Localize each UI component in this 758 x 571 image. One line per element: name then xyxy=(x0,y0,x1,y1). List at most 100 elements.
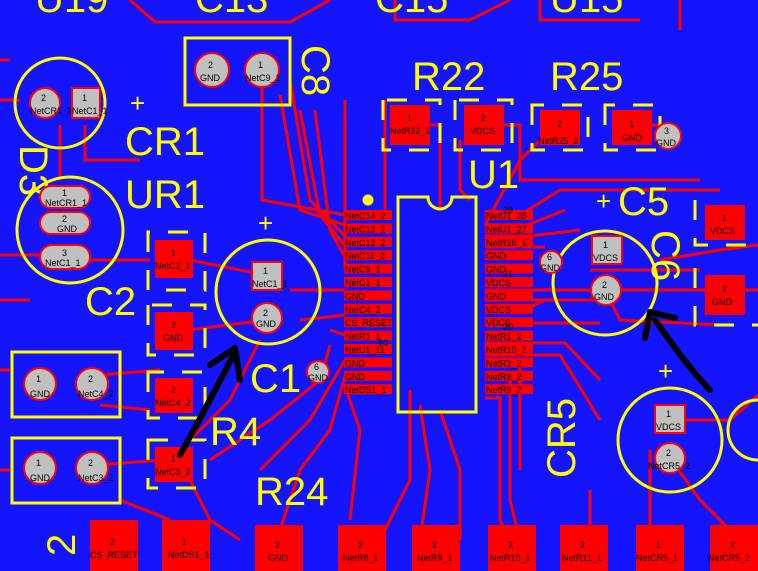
u1-pin-left-2[interactable]: NetC13_2 xyxy=(344,223,392,234)
u1-pin-left-6[interactable]: NetC1_1 xyxy=(344,277,392,288)
u1-pin-right-12[interactable]: NetR2_2 xyxy=(485,357,533,368)
designator-ur1: UR1 xyxy=(125,173,205,217)
u1-pin-label: NetR8_2 xyxy=(486,372,522,382)
u1-pin-right-9[interactable]: VDCS xyxy=(485,317,533,328)
designator-r4: R4 xyxy=(210,410,261,454)
u1-pin-left-4[interactable]: NetC11_2 xyxy=(344,250,392,261)
svg-text:NetR8_1: NetR8_1 xyxy=(343,553,379,563)
u1-pin-left-10[interactable]: NetR1_1 xyxy=(344,330,392,342)
svg-text:2: 2 xyxy=(88,458,93,468)
designator-top-left: U19 xyxy=(35,0,108,21)
u1-pin-label: GND xyxy=(486,251,507,261)
svg-text:NetR9_1: NetR9_1 xyxy=(417,553,453,563)
u1-pin-right-7[interactable]: GND xyxy=(485,290,533,301)
arrow-to-c1 xyxy=(177,349,238,458)
annotation-arrows xyxy=(177,309,713,458)
u1-pin-left-3[interactable]: NetC12_2 xyxy=(344,236,392,248)
u1-pin-left-11[interactable]: NetU1_11 xyxy=(344,344,392,355)
svg-text:2: 2 xyxy=(481,113,486,123)
u1-pin-right-11[interactable]: NetR10_2 xyxy=(485,344,533,355)
svg-text:6: 6 xyxy=(314,362,319,372)
u1-pin-label: GND xyxy=(345,358,366,368)
designator-cr1: CR1 xyxy=(125,120,205,164)
svg-text:2: 2 xyxy=(110,537,115,547)
svg-text:2: 2 xyxy=(171,385,176,395)
u1-chip[interactable]: NetC14_2NetC13_2NetC12_2NetC11_2NetC9_1N… xyxy=(344,205,533,395)
svg-text:GND: GND xyxy=(656,138,677,148)
u1-pin-right-2[interactable]: NetU1_27 xyxy=(485,223,533,234)
u1-pin-left-9[interactable]: CS_RESET xyxy=(344,317,393,328)
svg-text:NetDS1_1: NetDS1_1 xyxy=(168,550,210,560)
u1-left-pins: NetC14_2NetC13_2NetC12_2NetC11_2NetC9_1N… xyxy=(344,210,393,395)
u1-pin-left-8[interactable]: NetC4_2 xyxy=(344,303,392,315)
u1-pin-left-12[interactable]: GND xyxy=(344,357,392,368)
u1-pin-right-4[interactable]: GND xyxy=(485,250,533,261)
u1-pin-right-5[interactable]: GND xyxy=(485,263,533,275)
u1-pin-right-13[interactable]: NetR8_2 xyxy=(485,370,533,382)
svg-text:2: 2 xyxy=(602,280,607,290)
u1-pin-left-7[interactable]: GND xyxy=(344,290,392,301)
cr1-outline xyxy=(13,56,107,150)
u1-pin-left-1[interactable]: NetC14_2 xyxy=(344,210,392,221)
u1-pin-right-10[interactable]: NetR1_2 xyxy=(485,330,533,342)
u1-pin-right-8[interactable]: VDCS xyxy=(485,303,533,315)
svg-text:1: 1 xyxy=(258,60,263,70)
svg-text:1: 1 xyxy=(82,93,87,103)
u1-pin-label: NetC12_2 xyxy=(345,238,386,248)
svg-text:2: 2 xyxy=(580,540,585,550)
u1-pin-right-3[interactable]: NetR26_1 xyxy=(485,236,533,248)
u1-pin-right-6[interactable]: VDCS xyxy=(485,277,533,288)
u1-pin-label: NetR10_2 xyxy=(486,345,527,355)
c4-outline xyxy=(10,350,122,419)
u1-pin-left-5[interactable]: NetC9_1 xyxy=(344,263,392,275)
pad-bottom-1[interactable]: 2CS_RESET xyxy=(90,520,138,571)
u1-pin-left-14[interactable]: NetDS1_1 xyxy=(344,384,392,395)
u1-pin-right-14[interactable]: NetR9_2 xyxy=(485,384,533,395)
u1-pin-right-1[interactable]: NetU1_28 xyxy=(485,210,533,221)
u1-pin-left-13[interactable]: GND xyxy=(344,370,392,382)
svg-text:GND: GND xyxy=(268,553,289,563)
